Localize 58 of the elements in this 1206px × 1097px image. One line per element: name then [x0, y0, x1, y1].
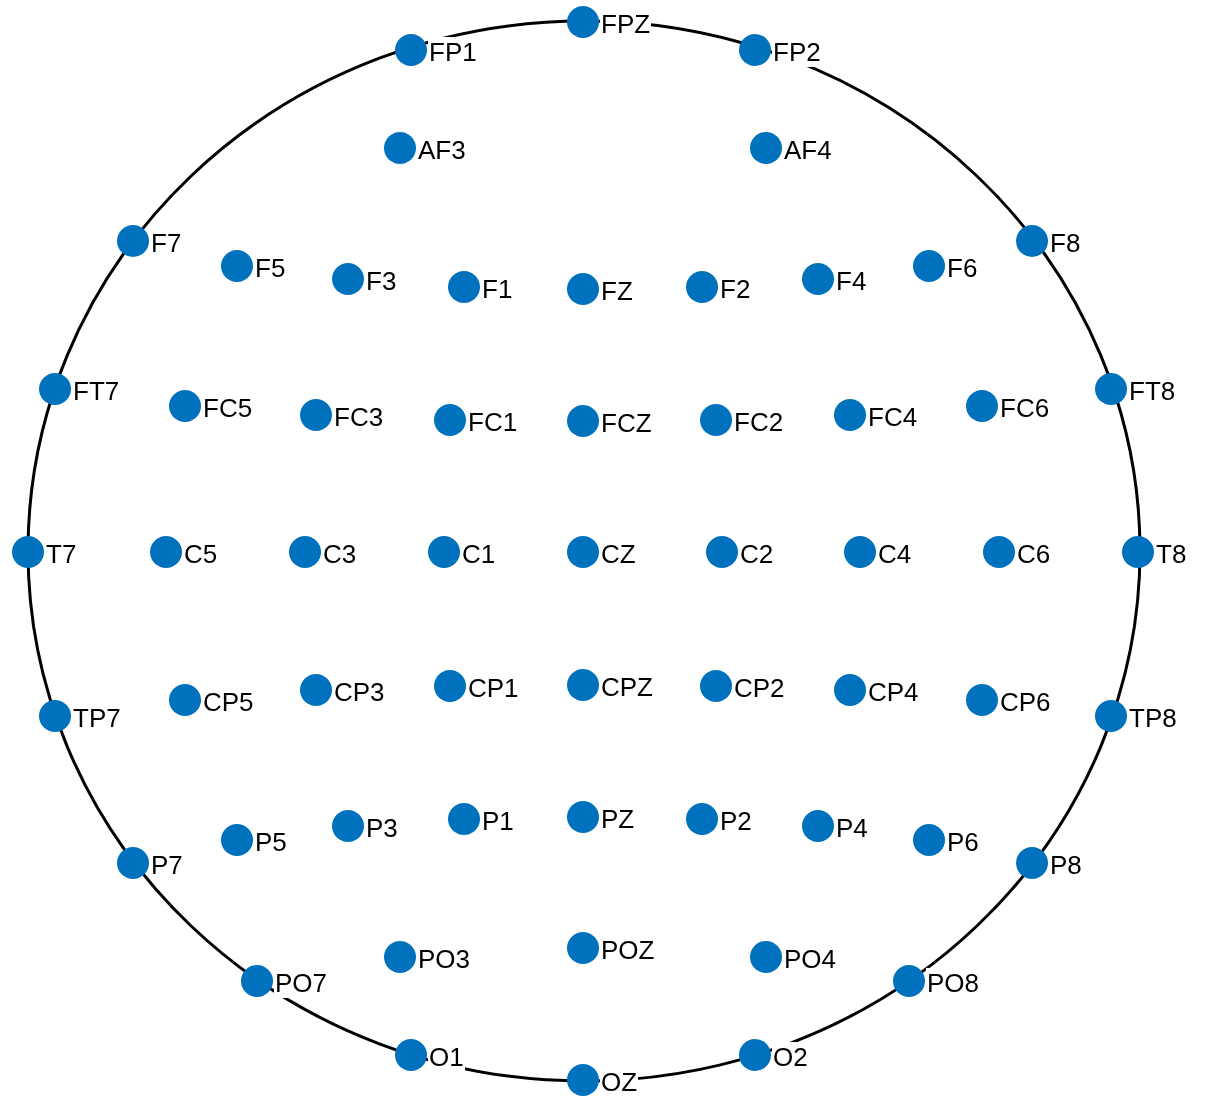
electrode-dot: [169, 390, 201, 422]
electrode-dot: [1095, 700, 1127, 732]
electrode-dot: [706, 536, 738, 568]
electrode-dot: [893, 965, 925, 997]
electrode-dot: [117, 225, 149, 257]
electrode-dot: [300, 399, 332, 431]
electrode-dot: [966, 684, 998, 716]
electrode-dot: [1095, 373, 1127, 405]
electrode-dot: [913, 824, 945, 856]
electrode-dot: [12, 536, 44, 568]
electrode-dot: [567, 1064, 599, 1096]
electrode-dot: [700, 670, 732, 702]
electrode-dot: [169, 684, 201, 716]
electrode-dot: [802, 810, 834, 842]
electrode-dot: [567, 6, 599, 38]
electrode-dot: [434, 670, 466, 702]
electrode-dot: [428, 536, 460, 568]
electrode-dot: [966, 390, 998, 422]
electrode-dot: [567, 801, 599, 833]
electrode-dot: [983, 536, 1015, 568]
electrode-dot: [332, 263, 364, 295]
electrode-dot: [700, 404, 732, 436]
electrode-dot: [844, 536, 876, 568]
electrode-dot: [221, 824, 253, 856]
electrode-dot: [448, 271, 480, 303]
electrode-dot: [834, 399, 866, 431]
electrode-dot: [221, 250, 253, 282]
electrode-dot: [834, 674, 866, 706]
electrode-dot: [686, 803, 718, 835]
electrode-dot: [739, 34, 771, 66]
electrode-dot: [686, 271, 718, 303]
electrode-dot: [117, 847, 149, 879]
electrode-dot: [150, 536, 182, 568]
electrode-dot: [332, 810, 364, 842]
electrode-dot: [384, 132, 416, 164]
electrode-dot: [913, 250, 945, 282]
electrode-dot: [39, 700, 71, 732]
electrode-dot: [802, 263, 834, 295]
electrode-dot: [739, 1039, 771, 1071]
electrode-dot: [434, 404, 466, 436]
electrode-dot: [1016, 225, 1048, 257]
electrode-dot: [241, 965, 273, 997]
electrode-dot: [395, 34, 427, 66]
electrode-dot: [1016, 847, 1048, 879]
electrode-dot: [300, 674, 332, 706]
electrode-dot: [567, 536, 599, 568]
electrode-dot: [384, 941, 416, 973]
electrode-dot: [567, 273, 599, 305]
electrode-dot: [750, 941, 782, 973]
electrode-dot: [395, 1039, 427, 1071]
electrode-dot: [39, 373, 71, 405]
electrode-dot: [289, 536, 321, 568]
electrode-dot: [750, 132, 782, 164]
electrode-dot: [448, 803, 480, 835]
electrode-dot: [567, 669, 599, 701]
electrode-dot: [567, 405, 599, 437]
electrode-dot: [1122, 536, 1154, 568]
electrode-dot: [567, 932, 599, 964]
